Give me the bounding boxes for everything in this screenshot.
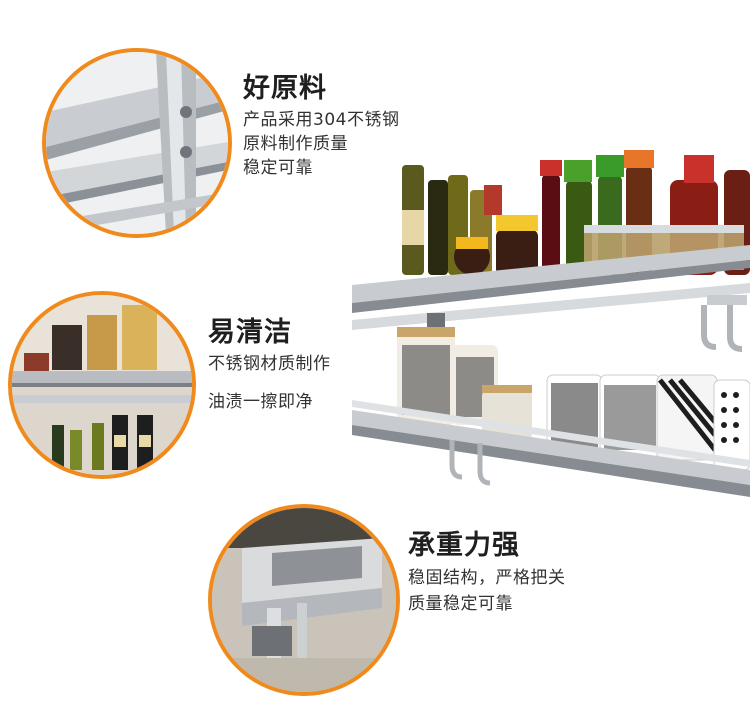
feature-desc-easy-clean: 不锈钢材质制作 油渍一擦即净 [208, 352, 331, 414]
feature-desc-line: 稳定可靠 [243, 158, 313, 178]
load-bearing-image [208, 504, 400, 696]
feature-desc-line: 油渍一擦即净 [208, 392, 313, 412]
feature-title-easy-clean: 易清洁 [208, 317, 292, 348]
feature-desc-line: 质量稳定可靠 [408, 594, 513, 614]
feature-desc-line: 稳固结构，严格把关 [408, 568, 566, 588]
feature-desc-line: 产品采用304不锈钢 [243, 110, 400, 130]
spice-rack-product-image [352, 135, 750, 510]
material-closeup-image [42, 48, 232, 238]
feature-desc-material: 产品采用304不锈钢 原料制作质量 稳定可靠 [243, 108, 399, 180]
feature-desc-line: 原料制作质量 [243, 134, 348, 154]
feature-desc-load-bearing: 稳固结构，严格把关 质量稳定可靠 [408, 566, 566, 616]
feature-title-load-bearing: 承重力强 [408, 530, 520, 561]
feature-desc-line: 不锈钢材质制作 [208, 354, 331, 374]
easy-clean-image [8, 291, 196, 479]
feature-title-material: 好原料 [243, 73, 327, 104]
